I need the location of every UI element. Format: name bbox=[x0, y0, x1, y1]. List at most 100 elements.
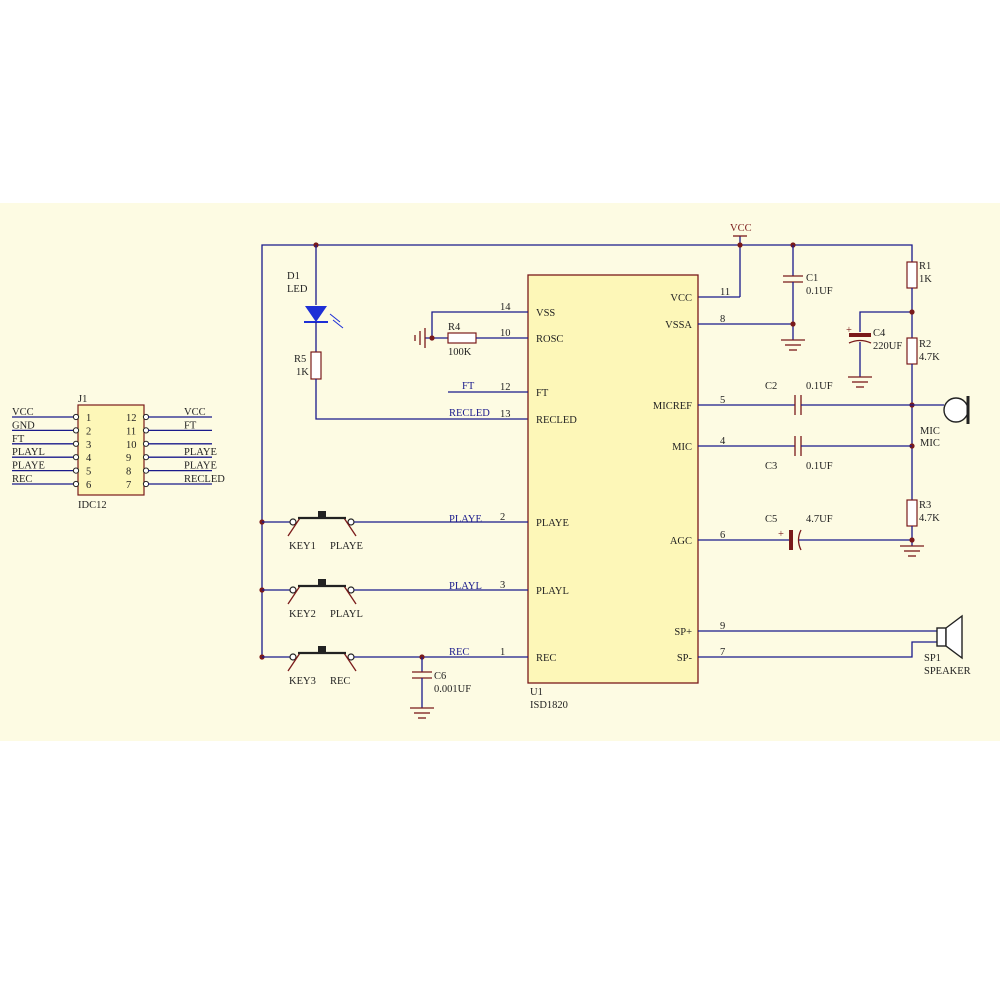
r3-value: 4.7K bbox=[919, 513, 940, 524]
j1-right-pin-num: 12 bbox=[126, 413, 137, 424]
mic-value: MIC bbox=[920, 438, 940, 449]
u1-pin-name: MICREF bbox=[653, 401, 692, 412]
r1-ref: R1 bbox=[919, 261, 931, 272]
light-arrow-icon bbox=[332, 319, 344, 329]
mic-ref: MIC bbox=[920, 426, 940, 437]
resistor-r5 bbox=[310, 351, 322, 380]
j1-left-pin-num: 5 bbox=[86, 467, 91, 478]
junction bbox=[790, 321, 796, 327]
vcc-rail bbox=[261, 244, 913, 657]
capacitor-c6: C6 0.001UF bbox=[410, 654, 471, 719]
d1-value: LED bbox=[287, 284, 308, 295]
switch-contact bbox=[289, 653, 297, 661]
j1-pin-terminal bbox=[72, 427, 80, 434]
led-icon bbox=[305, 306, 327, 322]
u1-pin-name: ROSC bbox=[536, 334, 563, 345]
net-label-playl: PLAYL bbox=[449, 581, 482, 592]
svg-text:+: + bbox=[846, 325, 852, 336]
r4-value: 100K bbox=[448, 347, 472, 358]
j1-right-pin-num: 7 bbox=[126, 480, 131, 491]
u1-pin-num: 8 bbox=[720, 314, 725, 325]
mic-bias-network: R1 1K + C4 220UF R2 4.7K MIC MIC R3 4.7K bbox=[846, 261, 970, 557]
switch-contact bbox=[347, 653, 355, 661]
u1-pin-num: 10 bbox=[500, 328, 511, 339]
resistor-r3 bbox=[906, 499, 918, 527]
u1-pin-num: 9 bbox=[720, 621, 725, 632]
j1-left-pin-num: 3 bbox=[86, 440, 91, 451]
junction bbox=[429, 335, 435, 341]
r4-ref: R4 bbox=[448, 322, 461, 333]
j1-left-net: REC bbox=[12, 474, 32, 485]
r5-value: 1K bbox=[296, 367, 309, 378]
resistor-r4 bbox=[447, 332, 477, 344]
u1-pin-num: 12 bbox=[500, 382, 511, 393]
svg-text:+: + bbox=[778, 529, 784, 540]
ground-icon bbox=[414, 328, 426, 348]
u1-pin-num: 2 bbox=[500, 512, 505, 523]
c4-value: 220UF bbox=[873, 341, 902, 352]
u1-part: ISD1820 bbox=[530, 700, 568, 711]
j1-right-net: VCC bbox=[184, 407, 206, 418]
j1-left-pin-num: 1 bbox=[86, 413, 91, 424]
j1-left-pin-num: 2 bbox=[86, 426, 91, 437]
u1-pin-num: 6 bbox=[720, 530, 725, 541]
c2-value: 0.1UF bbox=[806, 381, 833, 392]
j1-pin-terminal bbox=[72, 467, 80, 474]
u1-pin-num: 1 bbox=[500, 647, 505, 658]
j1-left-net: GND bbox=[12, 420, 35, 431]
u1-pin-num: 14 bbox=[500, 302, 511, 313]
r2-ref: R2 bbox=[919, 339, 931, 350]
j1-right-pin-num: 9 bbox=[126, 453, 131, 464]
u1-ref: U1 bbox=[530, 687, 543, 698]
speaker-sp1: SP1 SPEAKER bbox=[698, 614, 971, 677]
u1-pin-name: RECLED bbox=[536, 415, 577, 426]
ic-u1: U1 ISD1820 VSS14ROSC10FT12RECLED13PLAYE2… bbox=[500, 274, 730, 711]
u1-pin-name: VSS bbox=[536, 308, 555, 319]
j1-right-net: PLAYE bbox=[184, 447, 217, 458]
j1-pin-terminal bbox=[72, 440, 80, 447]
sp1-ref: SP1 bbox=[924, 653, 941, 664]
switch-contact bbox=[289, 518, 297, 526]
switch-contact bbox=[347, 586, 355, 594]
u1-pin-name: FT bbox=[536, 388, 549, 399]
c3-ref: C3 bbox=[765, 461, 777, 472]
junction bbox=[737, 242, 743, 248]
c6-value: 0.001UF bbox=[434, 684, 471, 695]
c5-ref: C5 bbox=[765, 514, 777, 525]
j1-left-net: VCC bbox=[12, 407, 34, 418]
u1-pin-name: SP- bbox=[677, 653, 693, 664]
net-label-rec: REC bbox=[449, 647, 469, 658]
u1-pin-num: 13 bbox=[500, 409, 511, 420]
switch-contact bbox=[347, 518, 355, 526]
net-label-recled: RECLED bbox=[449, 408, 490, 419]
j1-right-pin-num: 11 bbox=[126, 426, 136, 437]
u1-body bbox=[527, 274, 699, 684]
j1-pin-terminal bbox=[142, 454, 150, 461]
j1-pin-terminal bbox=[72, 413, 80, 421]
j1-pin-terminal bbox=[72, 480, 80, 488]
j1-ref: J1 bbox=[78, 394, 87, 405]
key-ref: KEY3 bbox=[289, 676, 316, 687]
key-ref: KEY1 bbox=[289, 541, 316, 552]
speaker-icon bbox=[936, 627, 947, 647]
switch-contact bbox=[289, 586, 297, 594]
schematic-background bbox=[0, 203, 1000, 741]
j1-pin-terminal bbox=[72, 454, 80, 461]
j1-left-pin-num: 6 bbox=[86, 480, 91, 491]
resistor-r2 bbox=[906, 337, 918, 365]
u1-pin-name: PLAYL bbox=[536, 586, 569, 597]
sp1-value: SPEAKER bbox=[924, 666, 971, 677]
r1-value: 1K bbox=[919, 274, 932, 285]
j1-part: IDC12 bbox=[78, 500, 107, 511]
j1-right-net: FT bbox=[184, 420, 197, 431]
j1-pin-terminal bbox=[142, 467, 150, 474]
j1-body bbox=[77, 404, 145, 496]
u1-pin-name: VCC bbox=[670, 293, 692, 304]
u1-pin-name: AGC bbox=[670, 536, 692, 547]
j1-right-net: RECLED bbox=[184, 474, 225, 485]
capacitor-c1: C1 0.1UF bbox=[698, 245, 833, 351]
u1-pin-num: 11 bbox=[720, 287, 730, 298]
u1-pin-name: MIC bbox=[672, 442, 692, 453]
